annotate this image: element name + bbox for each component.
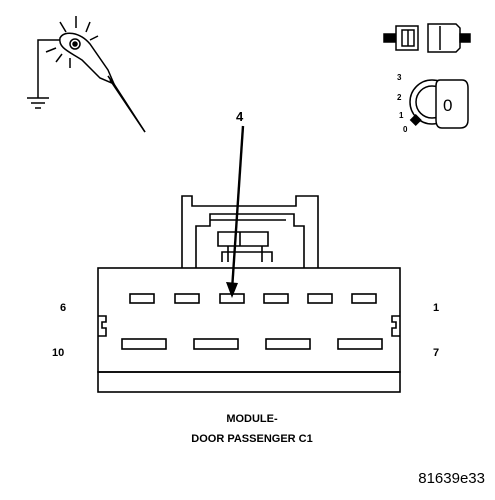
ignition-switch-icon: 3 2 1 0 0: [397, 73, 469, 134]
pin-cavity-2: [307, 293, 333, 304]
pin-label-bottom-left: 10: [52, 347, 64, 359]
ignition-pos-1: 1: [399, 111, 404, 120]
pin-cavity-1: [351, 293, 377, 304]
pin-cavity-7: [337, 338, 383, 350]
pin-cavity-6: [129, 293, 155, 304]
pin-callout-arrow: [226, 125, 245, 298]
pin-cavity-9: [193, 338, 239, 350]
connector-title-line1: MODULE-: [226, 413, 278, 425]
ignition-key-label: 0: [443, 96, 452, 115]
pin-label-top-right: 1: [433, 302, 439, 314]
pin-cavity-8: [265, 338, 311, 350]
connector-c1: [97, 195, 401, 393]
pin-row-top: [129, 293, 377, 304]
ignition-pos-0: 0: [403, 125, 408, 134]
pin-label-top-left: 6: [60, 302, 66, 314]
connector-disconnected-icon: [383, 23, 471, 53]
pin-cavity-10: [121, 338, 167, 350]
pin-row-bottom: [121, 338, 383, 350]
ignition-pos-2: 2: [397, 93, 402, 102]
pin-cavity-5: [174, 293, 200, 304]
connector-title-line2: DOOR PASSENGER C1: [191, 433, 312, 445]
figure-id: 81639e33: [418, 470, 485, 487]
pin-cavity-3: [263, 293, 289, 304]
test-light-probe-icon: [27, 16, 146, 133]
callout-pin-number: 4: [236, 109, 244, 124]
ignition-pos-3: 3: [397, 73, 402, 82]
pin-label-bottom-right: 7: [433, 347, 439, 359]
